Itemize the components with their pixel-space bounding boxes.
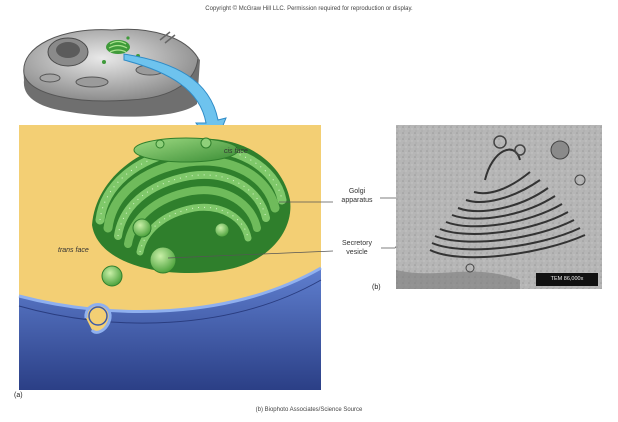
photo-credit: (b) Biophoto Associates/Science Source [255, 407, 363, 413]
cell-thumbnail [23, 28, 200, 117]
panel-a-illustration [18, 125, 322, 390]
secretory-vesicle-label: Secretory vesicle [342, 240, 372, 256]
panel-a-label: (a) [14, 392, 23, 399]
copyright-notice: Copyright © McGraw Hill LLC. Permission … [205, 6, 413, 12]
golgi-stack [92, 137, 291, 273]
free-vesicle [101, 265, 123, 287]
tem-magnification-badge: TEM 86,000x [536, 273, 598, 286]
golgi-apparatus-label: Golgi apparatus [341, 188, 373, 204]
panel-b-label: (b) [372, 284, 381, 291]
cis-face-label: cis face [224, 148, 248, 155]
trans-face-label: trans face [58, 247, 89, 254]
secretory-vesicle [149, 246, 177, 274]
tem-micrograph [396, 125, 602, 289]
